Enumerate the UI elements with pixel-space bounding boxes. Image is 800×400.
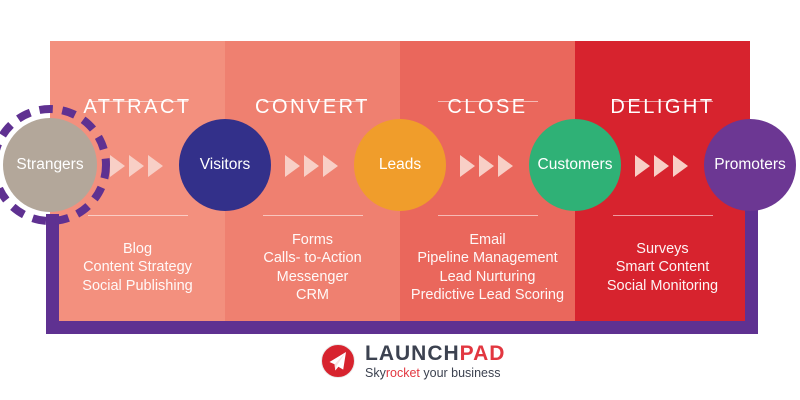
logo-name-accent: PAD [459, 342, 506, 365]
tool-item: Pipeline Management [417, 250, 558, 266]
tool-item: Smart Content [615, 259, 710, 276]
stage-title-close: CLOSE [447, 96, 528, 118]
stage-title-delight: DELIGHT [610, 96, 715, 118]
stage-tools-attract: Blog Content Strategy Social Publishing [50, 217, 225, 318]
tool-item: Social Monitoring [606, 277, 719, 294]
circle-label: Customers [537, 156, 613, 173]
rocket-icon [321, 344, 355, 379]
tool-item: Forms [291, 231, 334, 248]
tool-item: Messenger [276, 268, 349, 285]
stage-tools-close: Email Pipeline Management Lead Nurturing… [400, 217, 575, 318]
circle-label: Leads [378, 156, 422, 173]
tool-item: Blog [122, 240, 153, 257]
tool-item: Social Publishing [82, 277, 193, 294]
arrow-chevrons-icon [285, 155, 338, 177]
frame-bar-right [745, 200, 758, 334]
divider-line [87, 215, 188, 216]
circle-leads: Leads [354, 119, 446, 211]
launchpad-logo: LAUNCHPAD Skyrocket your business [320, 343, 505, 380]
tool-item: Content Strategy [83, 259, 192, 276]
tagline-post: your business [419, 366, 501, 380]
logo-text: LAUNCHPAD Skyrocket your business [365, 343, 505, 380]
logo-name-primary: LAUNCH [365, 342, 460, 365]
arrow-chevrons-icon [110, 155, 163, 177]
divider-line [262, 215, 363, 216]
tool-item: Lead Nurturing [439, 268, 536, 285]
frame-bar-bottom [46, 321, 758, 334]
circle-label: Strangers [16, 156, 84, 173]
tool-item: CRM [295, 287, 330, 303]
circle-visitors: Visitors [179, 119, 271, 211]
circle-label: Promoters [714, 156, 786, 173]
divider-line [437, 101, 538, 102]
stage-tools-convert: Forms Calls- to-Action Messenger CRM [225, 217, 400, 318]
stage-tools-delight: Surveys Smart Content Social Monitoring [575, 217, 750, 318]
frame-bar-left [46, 214, 59, 334]
divider-line [612, 215, 713, 216]
circle-label: Visitors [199, 156, 251, 173]
tool-item: Calls- to-Action [263, 250, 362, 266]
tool-item: Surveys [636, 240, 689, 257]
tagline-accent: rocket [385, 366, 420, 380]
logo-tagline: Skyrocket your business [365, 367, 505, 380]
arrow-chevrons-icon [635, 155, 688, 177]
tagline-pre: Sky [365, 366, 386, 380]
divider-line [262, 101, 363, 102]
circle-promoters: Promoters [704, 119, 796, 211]
dashed-ring [0, 105, 110, 225]
tool-item: Predictive Lead Scoring [410, 287, 565, 303]
circle-customers: Customers [529, 119, 621, 211]
divider-line [612, 101, 713, 102]
divider-line [87, 101, 188, 102]
tool-item: Email [469, 231, 506, 248]
logo-name: LAUNCHPAD [365, 343, 505, 364]
arrow-chevrons-icon [460, 155, 513, 177]
circle-strangers: Strangers [3, 118, 97, 212]
stage-title-convert: CONVERT [255, 96, 370, 118]
divider-line [437, 215, 538, 216]
